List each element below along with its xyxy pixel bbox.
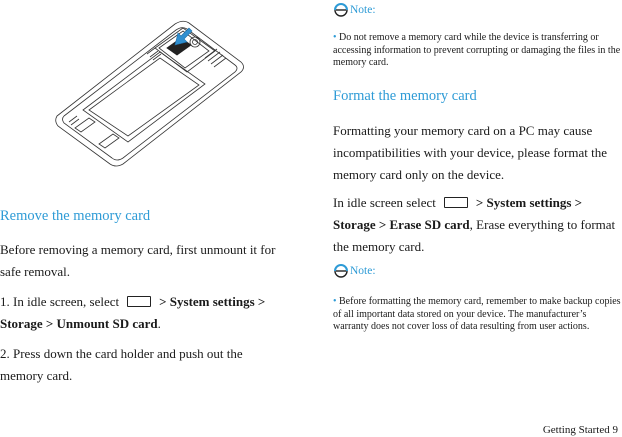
note-2-label: Note: [350,265,376,277]
note-1-body: Do not remove a memory card while the de… [333,32,621,68]
menu-key-icon [127,296,152,308]
section-heading-remove: Remove the memory card [0,208,151,224]
phone-back-memory-card-illustration [55,20,244,167]
step-1-path-a: > System settings > [159,294,266,309]
paragraph-format-intro: Formatting your memory card on a PC may … [333,123,608,182]
insert-arrow-icon [174,27,193,46]
note-icon [334,264,348,278]
step-1-suffix: . [157,316,161,331]
format-step-prefix: In idle screen select [333,195,436,210]
step-1-prefix: 1. In idle screen, select [0,294,120,309]
note-1-label: Note: [350,4,376,16]
note-1-header: Note: [333,2,376,18]
format-step-path-b: Storage > Erase SD card [333,217,470,232]
bullet-icon: • [333,32,337,43]
menu-key-icon [443,197,468,209]
note-2-header: Note: [333,263,376,279]
note-icon [334,3,348,17]
format-step-path-a: > System settings > [475,195,583,210]
page-footer: Getting Started 9 [542,424,618,436]
bullet-icon: • [333,296,337,307]
step-2-text: 2. Press down the card holder and push o… [0,346,243,383]
step-1-text: 1. In idle screen, select > System settin… [0,291,298,335]
note-2-text: • Before formatting the memory card, rem… [333,296,621,334]
note-2-body: Before formatting the memory card, remem… [333,296,621,332]
format-step-suffix: , Erase everything to format the memory … [333,217,616,254]
note-1-text: • Do not remove a memory card while the … [333,32,621,70]
format-step-text: In idle screen select > System settings >… [333,192,621,258]
paragraph-unmount-intro: Before removing a memory card, first unm… [0,242,276,279]
section-heading-format: Format the memory card [333,88,477,104]
step-1-path-b: Storage > Unmount SD card [0,316,158,331]
